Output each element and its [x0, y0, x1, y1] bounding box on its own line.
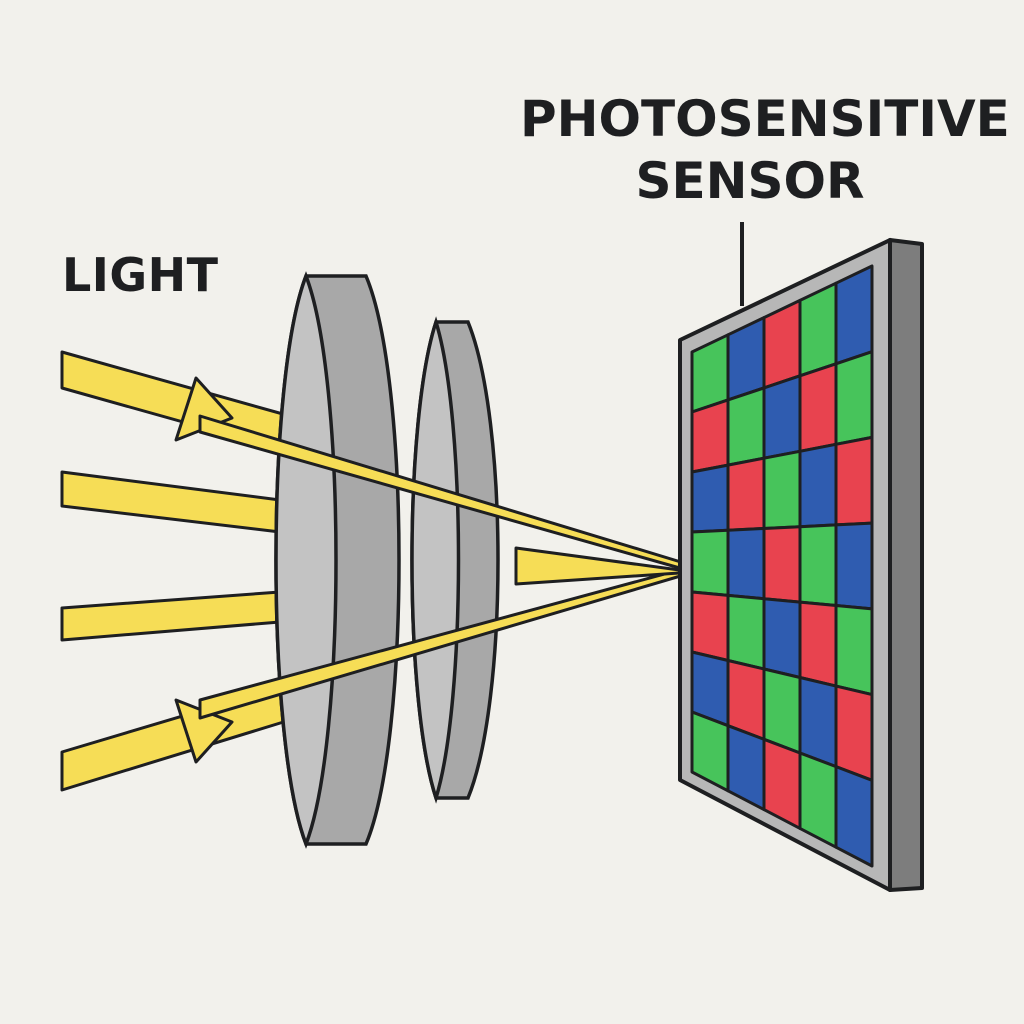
sensor-label-line-1: PHOTOSENSITIVE — [520, 90, 1010, 148]
sensor-pixel-green — [798, 523, 838, 607]
sensor-pixel-blue — [834, 264, 874, 366]
sensor-pixel-blue — [762, 597, 802, 679]
lens-2 — [410, 316, 500, 804]
ray-3-incoming — [60, 590, 282, 642]
sensor-label-line-2: SENSOR — [635, 152, 865, 210]
sensor-pixel-green — [834, 350, 874, 446]
sensor-side — [888, 238, 924, 892]
lens-2-face — [410, 316, 461, 804]
ray-2-incoming — [60, 470, 282, 534]
sensor-pixel-green — [834, 604, 874, 697]
sensor-pixel-green — [726, 386, 766, 467]
sensor-pixel-grid — [690, 264, 874, 868]
lens-1 — [274, 271, 401, 849]
sensor-pixel-blue — [726, 527, 766, 601]
sensor-pixel-red — [690, 590, 730, 662]
sensor-pixel-red — [690, 398, 730, 474]
sensor-pixel-green — [798, 281, 838, 378]
sensor-pixel-blue — [762, 374, 802, 460]
sensor-pixel-green — [690, 528, 730, 597]
lens-1-face — [274, 271, 338, 849]
sensor-pixel-red — [798, 362, 838, 453]
light-label: LIGHT — [62, 248, 219, 302]
converging-rays — [198, 414, 696, 720]
sensor-pixel-red — [762, 525, 802, 604]
sensor-pixel-green — [762, 449, 802, 530]
sensor-pixel-red — [762, 298, 802, 390]
sensor-pixel-red — [834, 684, 874, 782]
incoming-rays — [60, 350, 292, 792]
sensor — [678, 238, 924, 892]
sensor-pixel-red — [726, 456, 766, 532]
sensor-pixel-blue — [690, 463, 730, 534]
sensor-pixel-blue — [798, 442, 838, 529]
sensor-pixel-green — [726, 593, 766, 671]
sensor-pixel-blue — [834, 521, 874, 611]
sensor-pixel-blue — [798, 676, 838, 769]
sensor-pixel-red — [798, 600, 838, 688]
sensor-pixel-red — [834, 435, 874, 527]
sensor-pixel-blue — [834, 765, 874, 868]
ray-converge-mid — [514, 546, 696, 586]
sensor-label: PHOTOSENSITIVE SENSOR — [520, 88, 1010, 212]
